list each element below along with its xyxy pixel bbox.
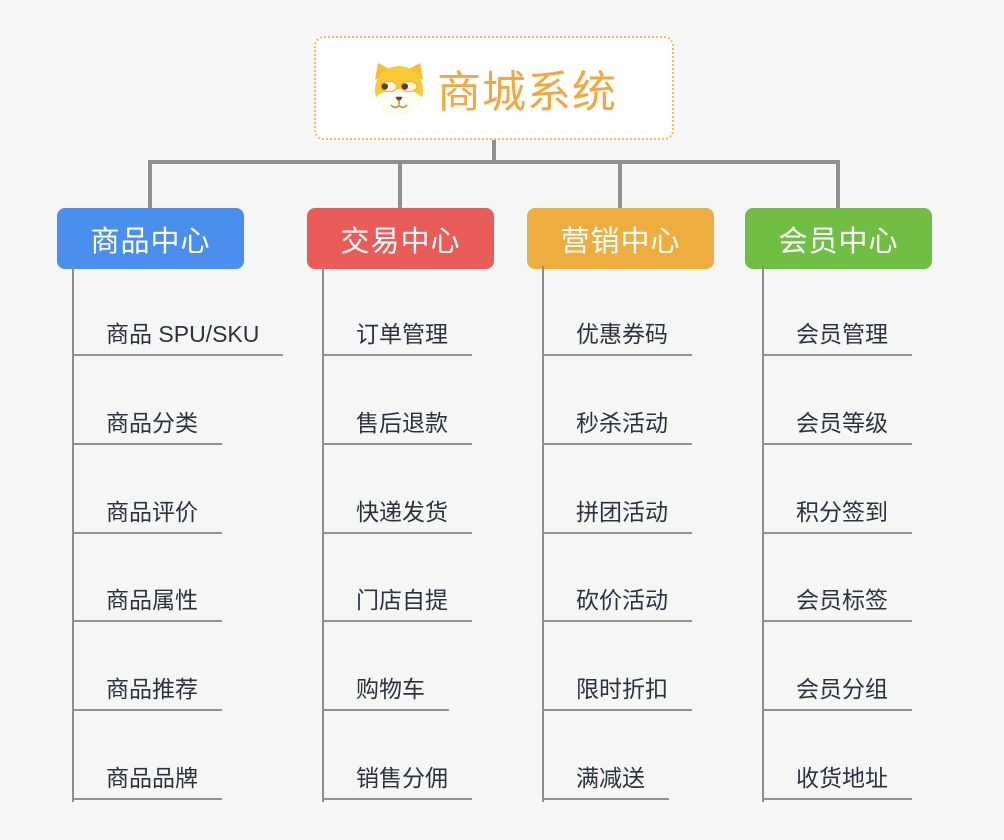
- topic-item[interactable]: 商品 SPU/SKU: [72, 320, 284, 356]
- connector-branch-stub: [398, 160, 402, 208]
- topic-item[interactable]: 商品推荐: [72, 675, 222, 711]
- connector-branch-stub: [148, 160, 152, 208]
- root-topic-title: 商城系统: [437, 68, 617, 117]
- topic-item[interactable]: 拼团活动: [542, 498, 692, 534]
- branch-children-line: [72, 266, 74, 802]
- topic-item[interactable]: 商品分类: [72, 409, 222, 445]
- connector-horizontal: [148, 160, 840, 164]
- topic-item[interactable]: 秒杀活动: [542, 409, 692, 445]
- topic-item[interactable]: 会员管理: [762, 320, 912, 356]
- topic-item[interactable]: 砍价活动: [542, 586, 692, 622]
- root-topic[interactable]: 商城系统: [314, 36, 674, 140]
- branch-product-center[interactable]: 商品中心: [57, 208, 244, 269]
- branch-member-center[interactable]: 会员中心: [745, 208, 932, 269]
- topic-item[interactable]: 收货地址: [762, 764, 912, 800]
- topic-item[interactable]: 满减送: [542, 764, 669, 800]
- topic-item[interactable]: 快递发货: [322, 498, 472, 534]
- branch-children-line: [542, 266, 544, 802]
- topic-item[interactable]: 订单管理: [322, 320, 472, 356]
- topic-item[interactable]: 商品评价: [72, 498, 222, 534]
- connector-branch-stub: [618, 160, 622, 208]
- topic-item[interactable]: 商品品牌: [72, 764, 222, 800]
- topic-item[interactable]: 限时折扣: [542, 675, 692, 711]
- branch-children-line: [762, 266, 764, 802]
- topic-item[interactable]: 商品属性: [72, 586, 222, 622]
- branch-marketing-center[interactable]: 营销中心: [527, 208, 714, 269]
- topic-item[interactable]: 积分签到: [762, 498, 912, 534]
- branch-children-line: [322, 266, 324, 802]
- topic-item[interactable]: 会员标签: [762, 586, 912, 622]
- dog-face-icon: [375, 63, 423, 114]
- topic-item[interactable]: 优惠券码: [542, 320, 692, 356]
- topic-item[interactable]: 会员分组: [762, 675, 912, 711]
- connector-root-stub: [492, 140, 496, 164]
- topic-item[interactable]: 会员等级: [762, 409, 912, 445]
- topic-item[interactable]: 门店自提: [322, 586, 472, 622]
- topic-item[interactable]: 购物车: [322, 675, 449, 711]
- topic-item[interactable]: 销售分佣: [322, 764, 472, 800]
- topic-item[interactable]: 售后退款: [322, 409, 472, 445]
- branch-trade-center[interactable]: 交易中心: [307, 208, 494, 269]
- connector-branch-stub: [836, 160, 840, 208]
